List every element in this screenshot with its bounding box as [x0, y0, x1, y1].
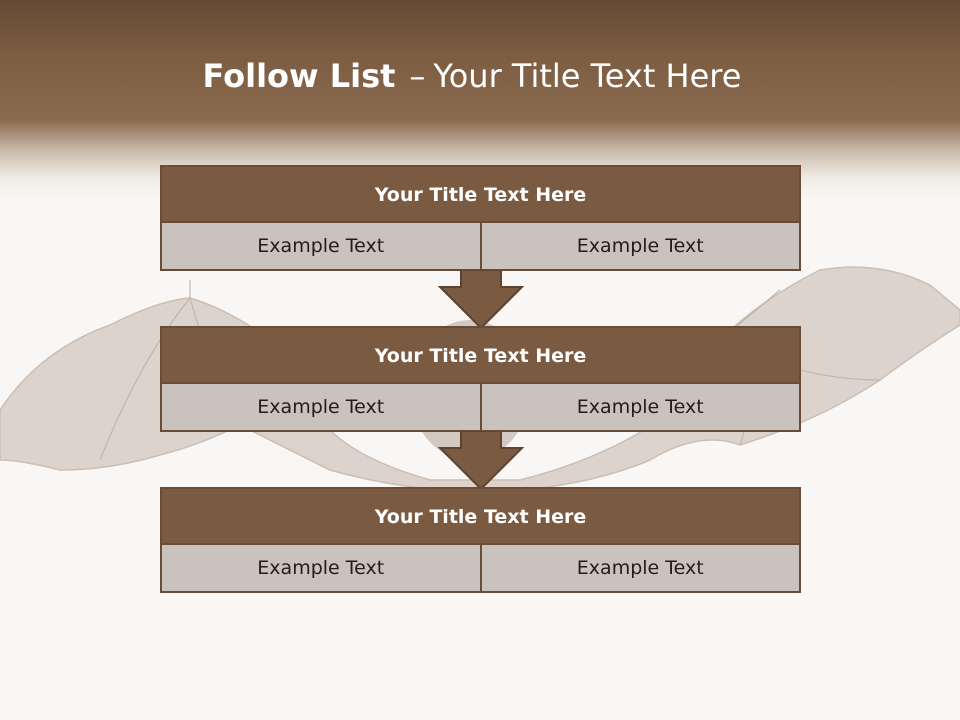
block-title: Your Title Text Here: [162, 328, 799, 384]
block-title: Your Title Text Here: [162, 167, 799, 223]
block-cell-right: Example Text: [479, 545, 799, 591]
block-row: Example Text Example Text: [162, 223, 799, 269]
block-row: Example Text Example Text: [162, 545, 799, 591]
block-cell-right: Example Text: [479, 384, 799, 430]
block-cell-right: Example Text: [479, 223, 799, 269]
slide-title-text: Your Title Text Here: [433, 57, 742, 95]
list-block-3: Your Title Text Here Example Text Exampl…: [160, 487, 801, 593]
block-title: Your Title Text Here: [162, 489, 799, 545]
block-cell-left: Example Text: [162, 223, 480, 269]
list-block-2: Your Title Text Here Example Text Exampl…: [160, 326, 801, 432]
down-arrow-icon: [438, 431, 524, 491]
list-block-1: Your Title Text Here Example Text Exampl…: [160, 165, 801, 271]
block-cell-left: Example Text: [162, 545, 480, 591]
block-cell-left: Example Text: [162, 384, 480, 430]
down-arrow-icon: [438, 270, 524, 330]
block-row: Example Text Example Text: [162, 384, 799, 430]
slide-title-separator: –: [409, 57, 426, 95]
slide-title: Follow List–Your Title Text Here: [0, 54, 944, 98]
slide-title-bold: Follow List: [202, 57, 396, 95]
